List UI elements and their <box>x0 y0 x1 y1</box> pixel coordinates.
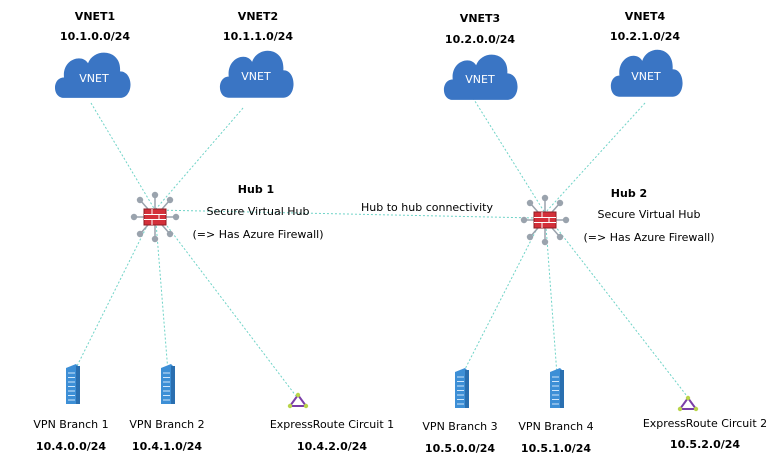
connection-line <box>154 107 244 211</box>
branch1-cidr: 10.4.0.0/24 <box>35 440 107 453</box>
cloud-icon <box>55 52 131 98</box>
expressroute-icon <box>677 395 699 412</box>
er1-name: ExpressRoute Circuit 1 <box>269 418 395 431</box>
cloud-icon <box>443 54 518 100</box>
building-icon <box>550 368 564 408</box>
branch4-name: VPN Branch 4 <box>518 420 594 433</box>
cloud-icon <box>219 50 294 98</box>
hub2-subtitle: Secure Virtual Hub <box>597 208 701 221</box>
building-icon <box>161 364 175 404</box>
vnet3-cidr: 10.2.0.0/24 <box>444 33 516 46</box>
connection-line <box>154 209 297 397</box>
vnet1-cidr: 10.1.0.0/24 <box>59 30 131 43</box>
branch3-name: VPN Branch 3 <box>422 420 498 433</box>
connection-line <box>544 212 691 401</box>
vnet4-cidr: 10.2.1.0/24 <box>609 30 681 43</box>
branch-icons <box>66 364 699 412</box>
hub-icons <box>130 191 570 246</box>
er2-name: ExpressRoute Circuit 2 <box>642 417 768 430</box>
connection-line <box>90 102 156 211</box>
vnet2-name: VNET2 <box>237 10 279 23</box>
hub1-subtitle: Secure Virtual Hub <box>206 205 310 218</box>
hub-link-label: Hub to hub connectivity <box>361 201 493 214</box>
branch2-name: VPN Branch 2 <box>129 418 205 431</box>
branch3-cidr: 10.5.0.0/24 <box>424 442 496 455</box>
connection-lines <box>73 97 691 401</box>
vnet2-cloud-label: VNET <box>241 70 271 83</box>
hub2-title: Hub 2 <box>610 187 648 200</box>
building-icon <box>455 368 469 408</box>
vnet4-cloud-label: VNET <box>631 70 661 83</box>
connection-line <box>472 97 546 214</box>
secure-hub-firewall-icon <box>520 194 570 246</box>
er1-cidr: 10.4.2.0/24 <box>296 440 368 453</box>
vnet1-name: VNET1 <box>74 10 116 23</box>
connection-line <box>544 212 558 376</box>
branch4-cidr: 10.5.1.0/24 <box>520 442 592 455</box>
hub1-title: Hub 1 <box>237 183 275 196</box>
vnet3-name: VNET3 <box>459 12 501 25</box>
hub1-note: (=> Has Azure Firewall) <box>192 228 324 241</box>
building-icon <box>66 364 80 404</box>
connection-line <box>154 209 169 373</box>
secure-hub-firewall-icon <box>130 191 180 243</box>
expressroute-icon <box>287 392 309 409</box>
vnet4-name: VNET4 <box>624 10 666 23</box>
vnet1-cloud-label: VNET <box>79 72 109 85</box>
branch1-name: VPN Branch 1 <box>33 418 109 431</box>
vnet2-cidr: 10.1.1.0/24 <box>222 30 294 43</box>
vnet-clouds <box>55 49 683 100</box>
branch2-cidr: 10.4.1.0/24 <box>131 440 203 453</box>
er2-cidr: 10.5.2.0/24 <box>669 438 741 451</box>
cloud-icon <box>610 49 683 97</box>
connection-line <box>544 102 646 214</box>
hub2-note: (=> Has Azure Firewall) <box>583 231 715 244</box>
vnet3-cloud-label: VNET <box>465 73 495 86</box>
